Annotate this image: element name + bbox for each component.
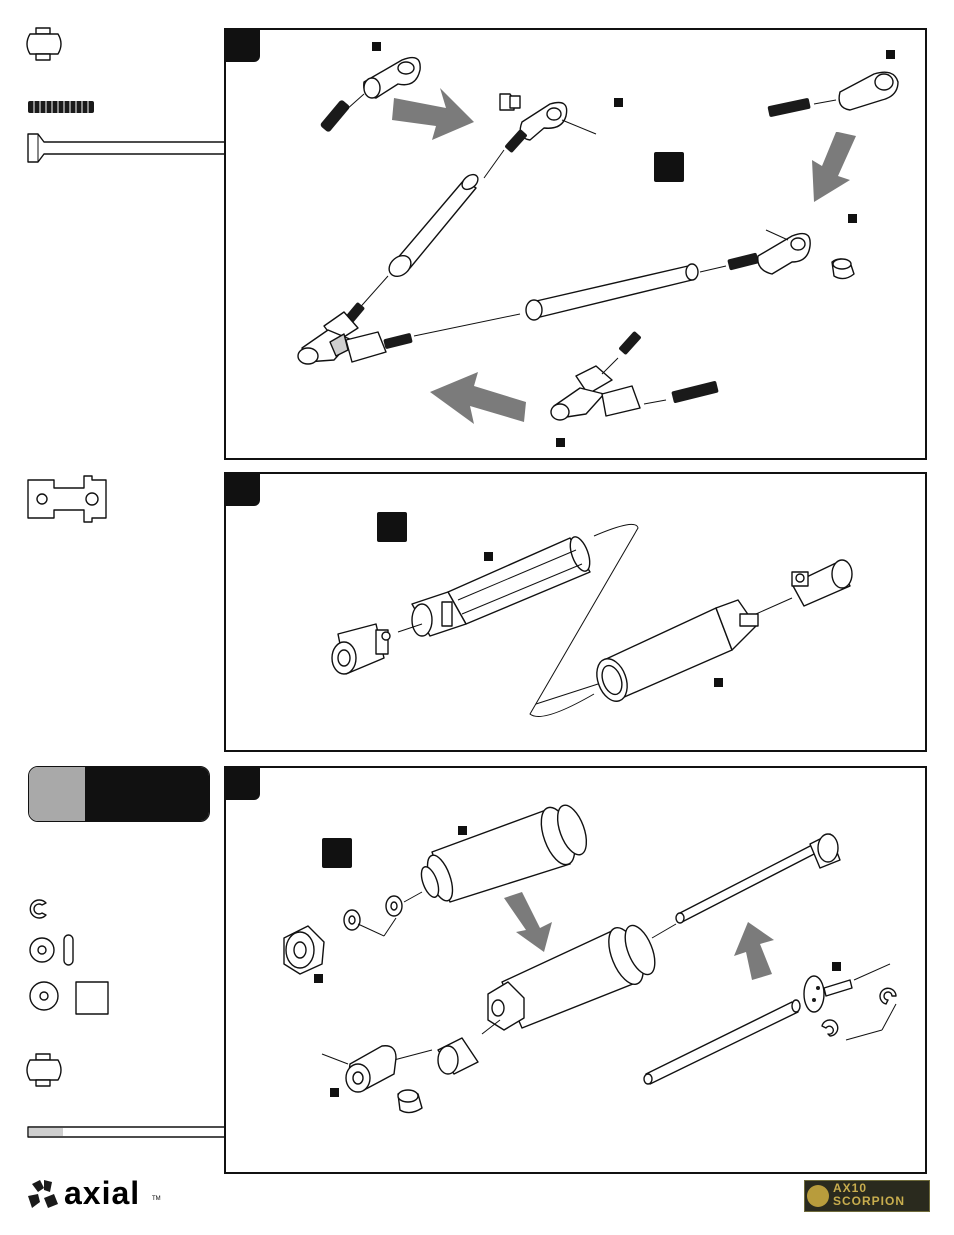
shock-shaft-icon: [644, 1000, 800, 1084]
washer-icon: [344, 896, 402, 930]
ax10-scorpion-logo: AX10 SCORPION: [804, 1180, 930, 1212]
axial-logo-text: axial: [64, 1173, 140, 1213]
shock-body-icon: [418, 801, 592, 904]
arrow-icon: [504, 892, 552, 952]
shock-shaft-icon: [676, 834, 840, 923]
rod-end-icon: [500, 94, 567, 153]
step-2-panel: [224, 472, 927, 752]
shock-cap-icon: [284, 926, 324, 974]
ball-stud-icon: [24, 26, 64, 62]
driveshaft-icon: [591, 600, 758, 705]
axial-logo-tm: TM: [152, 1196, 161, 1202]
rod-end-icon: [767, 72, 898, 117]
drive-link-icon: [385, 172, 481, 281]
shock-body-icon: [488, 921, 661, 1030]
bushing-icon: [74, 980, 110, 1016]
set-screw-icon: [28, 100, 98, 114]
ball-stud-icon: [298, 302, 413, 364]
drive-link-icon: [526, 264, 698, 320]
o-ring-icon: [62, 933, 76, 967]
arrow-icon: [734, 922, 774, 980]
e-clip-icon: [28, 897, 52, 921]
rod-end-icon: [727, 234, 854, 279]
arrow-icon: [430, 372, 526, 424]
e-clip-icon: [822, 988, 896, 1036]
arrow-icon: [812, 132, 856, 202]
universal-yoke-icon: [24, 470, 110, 528]
piston-icon: [804, 976, 852, 1012]
washer-icon: [28, 980, 62, 1014]
arrow-icon: [392, 88, 474, 140]
scorpion-icon: [807, 1185, 829, 1207]
rod-end-icon: [551, 331, 719, 420]
driveshaft-icon: [412, 534, 594, 636]
universal-joint-icon: [332, 624, 390, 674]
washer-icon: [28, 935, 58, 965]
universal-joint-icon: [792, 560, 852, 606]
ball-stud-icon: [24, 1052, 64, 1088]
step-3-panel: [224, 766, 927, 1174]
product-logo-line2: SCORPION: [833, 1195, 905, 1208]
step-1-panel: [224, 28, 927, 460]
section-tab: [28, 766, 210, 822]
bushing-icon: [438, 1038, 478, 1074]
